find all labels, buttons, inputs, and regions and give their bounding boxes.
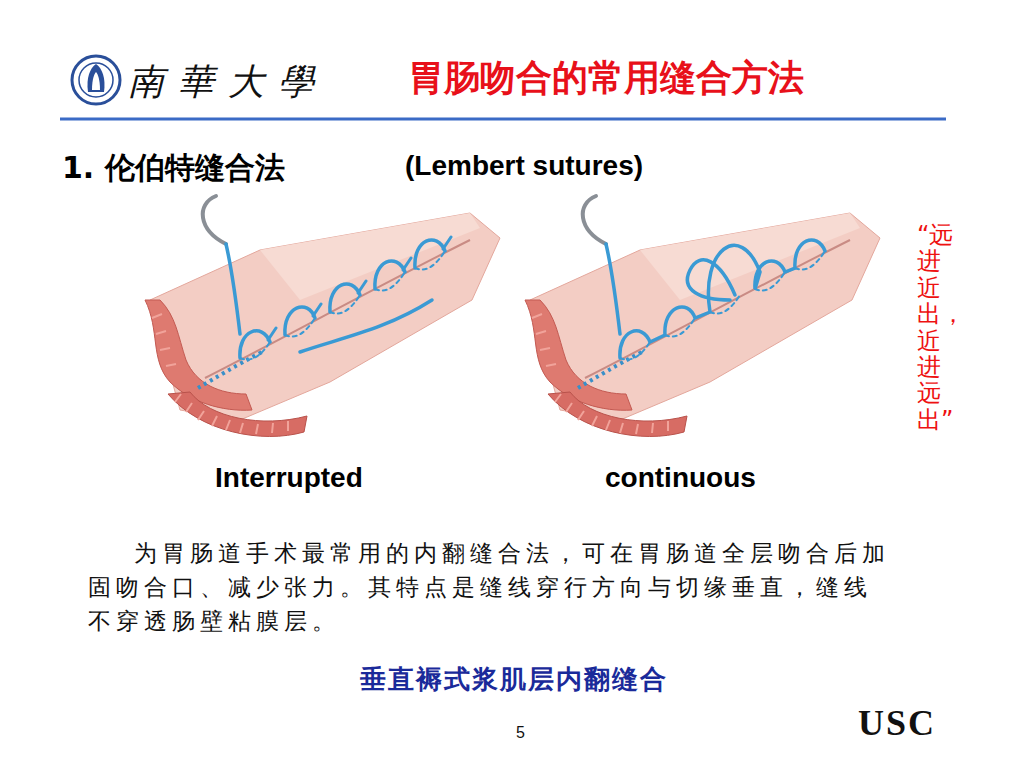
drawing-part [620,251,825,360]
drawing-part [285,307,315,335]
side-note: “远进近出，近进远出” [917,222,941,433]
drawing-part [92,72,100,90]
drawing-part [87,64,104,92]
drawing-part [415,240,445,268]
drawing-part [240,251,445,360]
drawing-part [330,284,360,312]
university-logo [72,56,120,104]
drawing-part [375,261,405,289]
drawing-part [240,331,270,358]
body-text: 为胃肠道手术最常用的内翻缝合法，可在胃肠道全层吻合后加固吻合口、减少张力。其特点… [88,536,894,638]
drawing-part [687,260,735,300]
figure-caption: Interrupted [215,462,363,494]
drawing-part [72,56,120,104]
section-heading-en: (Lembert sutures) [405,150,643,182]
drawing-part [226,244,240,334]
summary-text: 垂直褥式浆肌层内翻缝合 [360,662,668,697]
page-number: 5 [516,724,525,742]
drawing-part [79,63,113,97]
header-rule [60,118,946,121]
continuous-suture [606,240,825,360]
section-heading: 1. 伦伯特缝合法 [62,148,285,189]
interrupted-tissue [145,196,500,436]
drawing-part [268,237,451,340]
school-mark: USC [858,702,936,744]
figure-caption: continuous [605,462,756,494]
drawing-part [606,244,620,334]
interrupted-sutures [226,237,451,360]
continuous-tissue [525,196,880,436]
slide-title: 胃肠吻合的常用缝合方法 [408,54,804,103]
school-name: 南華大學 [128,58,328,107]
drawing-part [620,240,825,358]
